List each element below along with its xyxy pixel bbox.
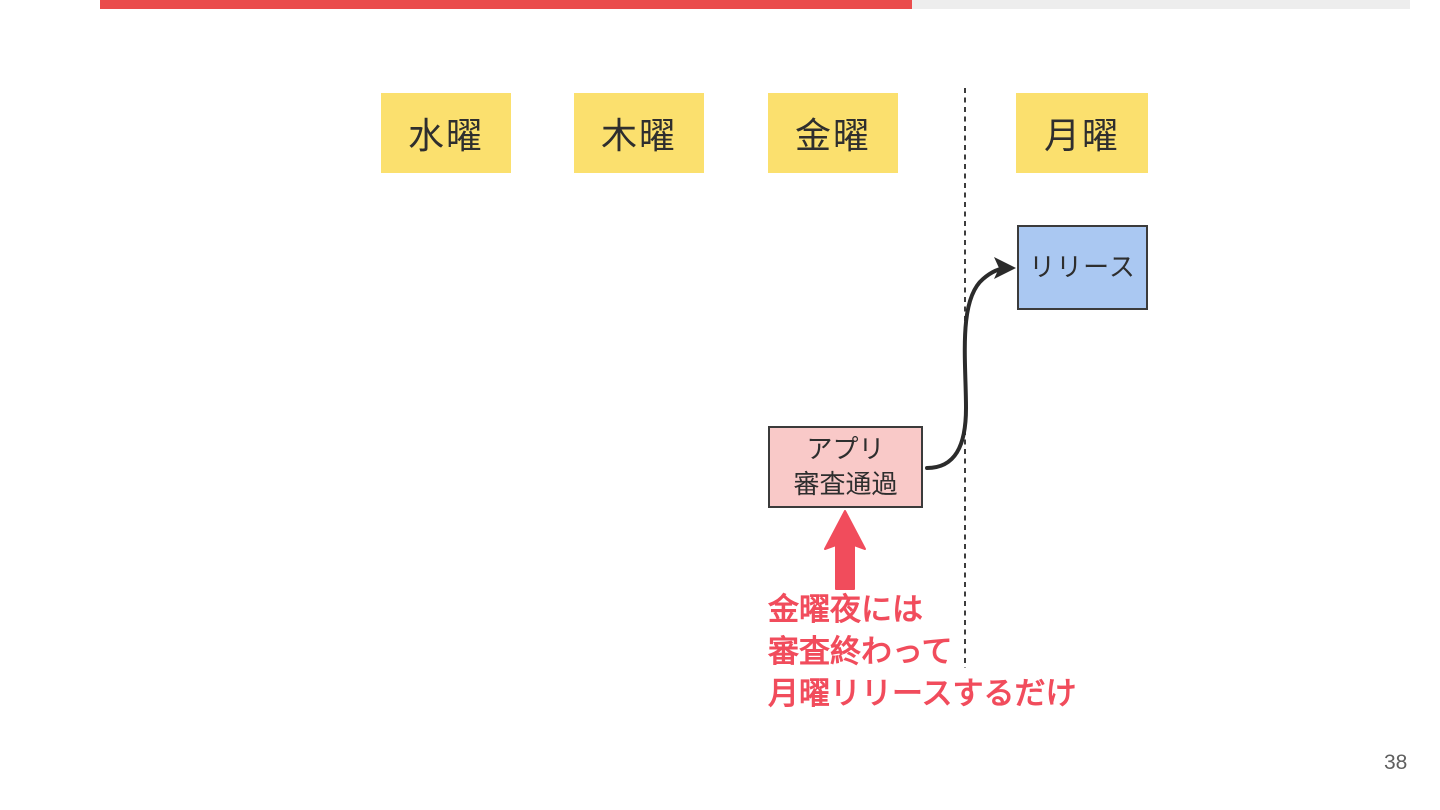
emphasis-up-arrow-icon: [824, 510, 866, 590]
flow-arrowhead-icon: [994, 257, 1016, 279]
release-box: リリース: [1017, 225, 1148, 310]
day-label-friday: 金曜: [794, 115, 871, 156]
flow-arrow-curve: [925, 266, 1010, 470]
review-label-line2: 審査通過: [793, 469, 898, 499]
slide-progress-fill: [100, 0, 913, 9]
review-label-line1: アプリ: [806, 433, 885, 464]
day-box-wednesday: 水曜: [381, 93, 511, 173]
page-number: 38: [1384, 751, 1408, 774]
day-box-thursday: 木曜: [574, 93, 704, 173]
review-box: アプリ 審査通過: [768, 426, 923, 508]
annotation-line-2: 審査終わって: [768, 634, 953, 669]
day-box-monday: 月曜: [1016, 93, 1148, 173]
day-label-monday: 月曜: [1043, 115, 1120, 156]
day-label-thursday: 木曜: [600, 115, 677, 156]
annotation-line-3: 月曜リリースするだけ: [768, 676, 1077, 711]
slide-progress-bar[interactable]: [100, 0, 1410, 9]
day-label-wednesday: 水曜: [407, 115, 484, 156]
annotation-line-1: 金曜夜には: [768, 592, 923, 627]
release-label: リリース: [1029, 251, 1136, 282]
day-box-friday: 金曜: [768, 93, 898, 173]
annotation-text: 金曜夜には 審査終わって 月曜リリースするだけ: [768, 589, 1076, 715]
